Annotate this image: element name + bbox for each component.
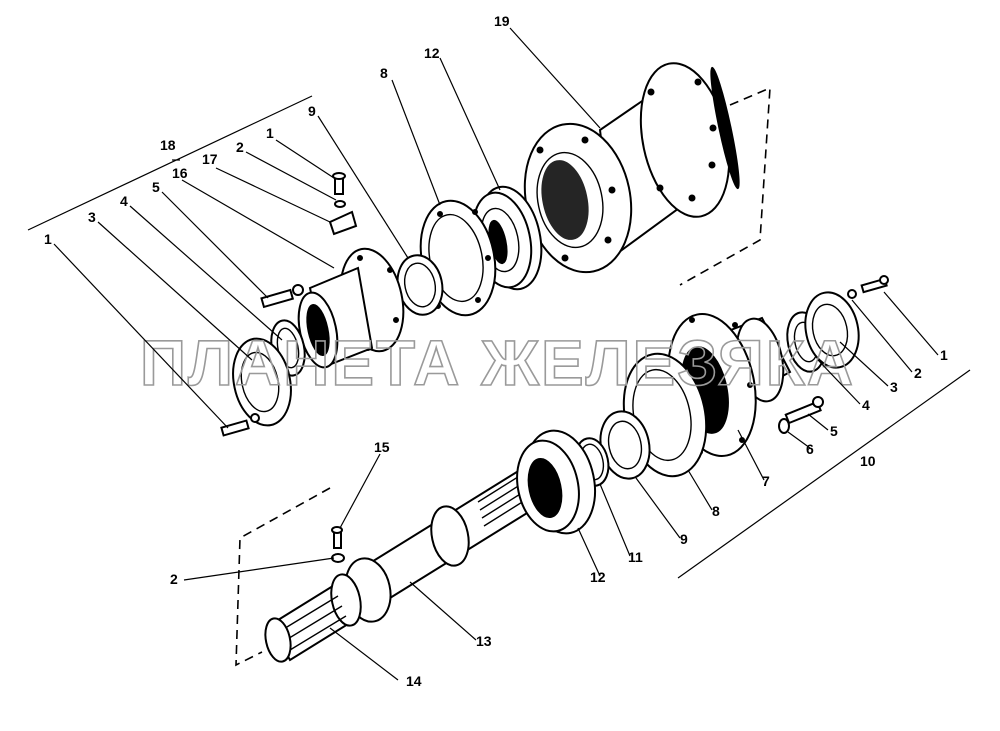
- callout-10: 10: [860, 453, 876, 469]
- housing-19: [523, 62, 740, 274]
- seal-9-top: [396, 254, 444, 316]
- callout-1-left: 1: [44, 231, 52, 247]
- bracket-18: [27, 95, 313, 231]
- callout-19: 19: [494, 13, 510, 29]
- bracket-10: [677, 369, 971, 579]
- callout-9-top: 9: [308, 103, 316, 119]
- callout-3-left: 3: [88, 209, 96, 225]
- callout-15: 15: [374, 439, 390, 455]
- callout-5-left: 5: [152, 179, 160, 195]
- cover-16: [297, 247, 405, 369]
- callout-2-top: 2: [236, 139, 244, 155]
- callout-12-top: 12: [424, 45, 440, 61]
- callout-1-right: 1: [940, 347, 948, 363]
- callout-labels: 19 12 8 9 18 1 2 17 16 5 4 3 1 1 2 3 4 5…: [44, 13, 948, 689]
- bolt-5-left: [260, 284, 304, 309]
- callout-8-bottom: 8: [712, 503, 720, 519]
- bolt-1-right: [860, 275, 889, 294]
- callout-1-top: 1: [266, 125, 274, 141]
- gasket-3-right: [804, 291, 860, 369]
- plate-17: [328, 210, 358, 236]
- callout-16: 16: [172, 165, 188, 181]
- seal-9-bottom: [599, 410, 651, 480]
- callout-2-right: 2: [914, 365, 922, 381]
- bolt-5-right: [784, 396, 824, 425]
- callout-14: 14: [406, 673, 422, 689]
- callout-4-left: 4: [120, 193, 128, 209]
- shaft-13: [268, 459, 552, 662]
- washer-2-top: [334, 200, 346, 208]
- callout-2-bottom: 2: [170, 571, 178, 587]
- splined-end-14: [264, 595, 347, 663]
- dashed-bracket-right: [679, 86, 771, 286]
- watermark: ПЛАНЕТА ЖЕЛЕЗЯКА: [140, 327, 855, 399]
- bolt-1-top: [332, 172, 346, 195]
- bolt-1-left: [220, 413, 260, 437]
- callout-13: 13: [476, 633, 492, 649]
- callout-9-bottom: 9: [680, 531, 688, 547]
- callout-7: 7: [762, 473, 770, 489]
- bolt-15: [331, 526, 343, 549]
- dashed-bracket-left: [235, 487, 331, 667]
- callout-6: 6: [806, 441, 814, 457]
- leader-lines: [53, 27, 939, 681]
- callout-8-top: 8: [380, 65, 388, 81]
- callout-17: 17: [202, 151, 218, 167]
- callout-18: 18: [160, 137, 176, 153]
- callout-11: 11: [628, 549, 643, 565]
- washer-2-right: [847, 289, 857, 299]
- callout-5-right: 5: [830, 423, 838, 439]
- callout-12-bottom: 12: [590, 569, 606, 585]
- bearing-12-bottom: [516, 429, 596, 535]
- callout-3-right: 3: [890, 379, 898, 395]
- washer-6: [778, 418, 790, 434]
- gasket-3-left: [232, 337, 292, 427]
- callout-4-right: 4: [862, 397, 870, 413]
